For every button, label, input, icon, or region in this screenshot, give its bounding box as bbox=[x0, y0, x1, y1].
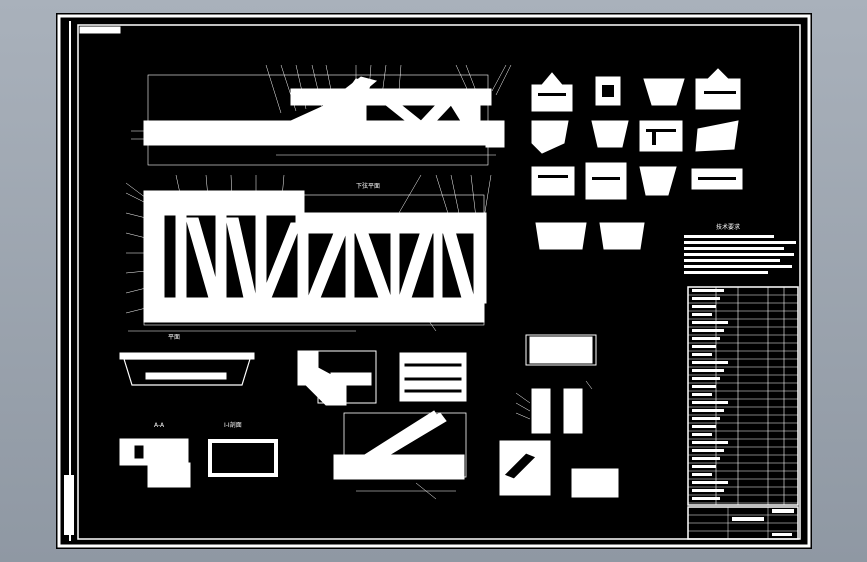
table-cell-text bbox=[692, 465, 716, 468]
table-cell-text bbox=[692, 337, 720, 340]
notes-title: 技术要求 bbox=[716, 223, 740, 231]
table-cell-text bbox=[692, 369, 724, 372]
table-cell-text bbox=[692, 425, 716, 428]
table-cell-text bbox=[692, 497, 720, 500]
side-title-strip bbox=[64, 475, 74, 535]
table-cell-text bbox=[692, 401, 728, 404]
table-cell-text bbox=[692, 377, 720, 380]
plan-view bbox=[125, 174, 492, 332]
title-block bbox=[687, 506, 799, 540]
parts-list-table bbox=[687, 286, 799, 506]
detail-views-right bbox=[499, 334, 619, 498]
table-cell-text bbox=[692, 361, 728, 364]
table-cell-text bbox=[692, 297, 720, 300]
drawing-canvas: 下弦平面 平面 A-A I-I剖面 bbox=[57, 14, 811, 548]
drawing-sheet: 下弦平面 平面 A-A I-I剖面 bbox=[56, 13, 812, 549]
table-cell-text bbox=[692, 289, 724, 292]
table-cell-text bbox=[692, 313, 712, 316]
inner-border bbox=[77, 24, 801, 540]
table-cell-text bbox=[692, 473, 712, 476]
corner-label-box bbox=[79, 26, 121, 34]
table-cell-text bbox=[692, 457, 720, 460]
table-cell-text bbox=[692, 385, 716, 388]
technical-notes bbox=[684, 235, 796, 274]
table-cell-text bbox=[692, 393, 712, 396]
table-cell-text bbox=[692, 449, 724, 452]
table-cell-text bbox=[692, 305, 716, 308]
plan-bottom-label: 平面 bbox=[168, 334, 180, 341]
table-cell-text bbox=[692, 345, 716, 348]
table-cell-text bbox=[692, 433, 712, 436]
detail-views-left bbox=[119, 350, 467, 500]
table-cell-text bbox=[692, 481, 728, 484]
table-cell-text bbox=[692, 417, 720, 420]
table-cell-text bbox=[692, 409, 724, 412]
elevation-view bbox=[131, 64, 512, 166]
outer-border bbox=[57, 14, 811, 548]
table-cell-text bbox=[692, 441, 728, 444]
detail-a-label: A-A bbox=[154, 422, 165, 429]
table-cell-text bbox=[692, 353, 712, 356]
node-detail-grid bbox=[531, 68, 743, 250]
detail-b-label: I-I剖面 bbox=[224, 421, 242, 429]
plan-section-label: 下弦平面 bbox=[356, 182, 380, 190]
table-cell-text bbox=[692, 329, 724, 332]
table-cell-text bbox=[692, 489, 724, 492]
table-cell-text bbox=[692, 321, 728, 324]
